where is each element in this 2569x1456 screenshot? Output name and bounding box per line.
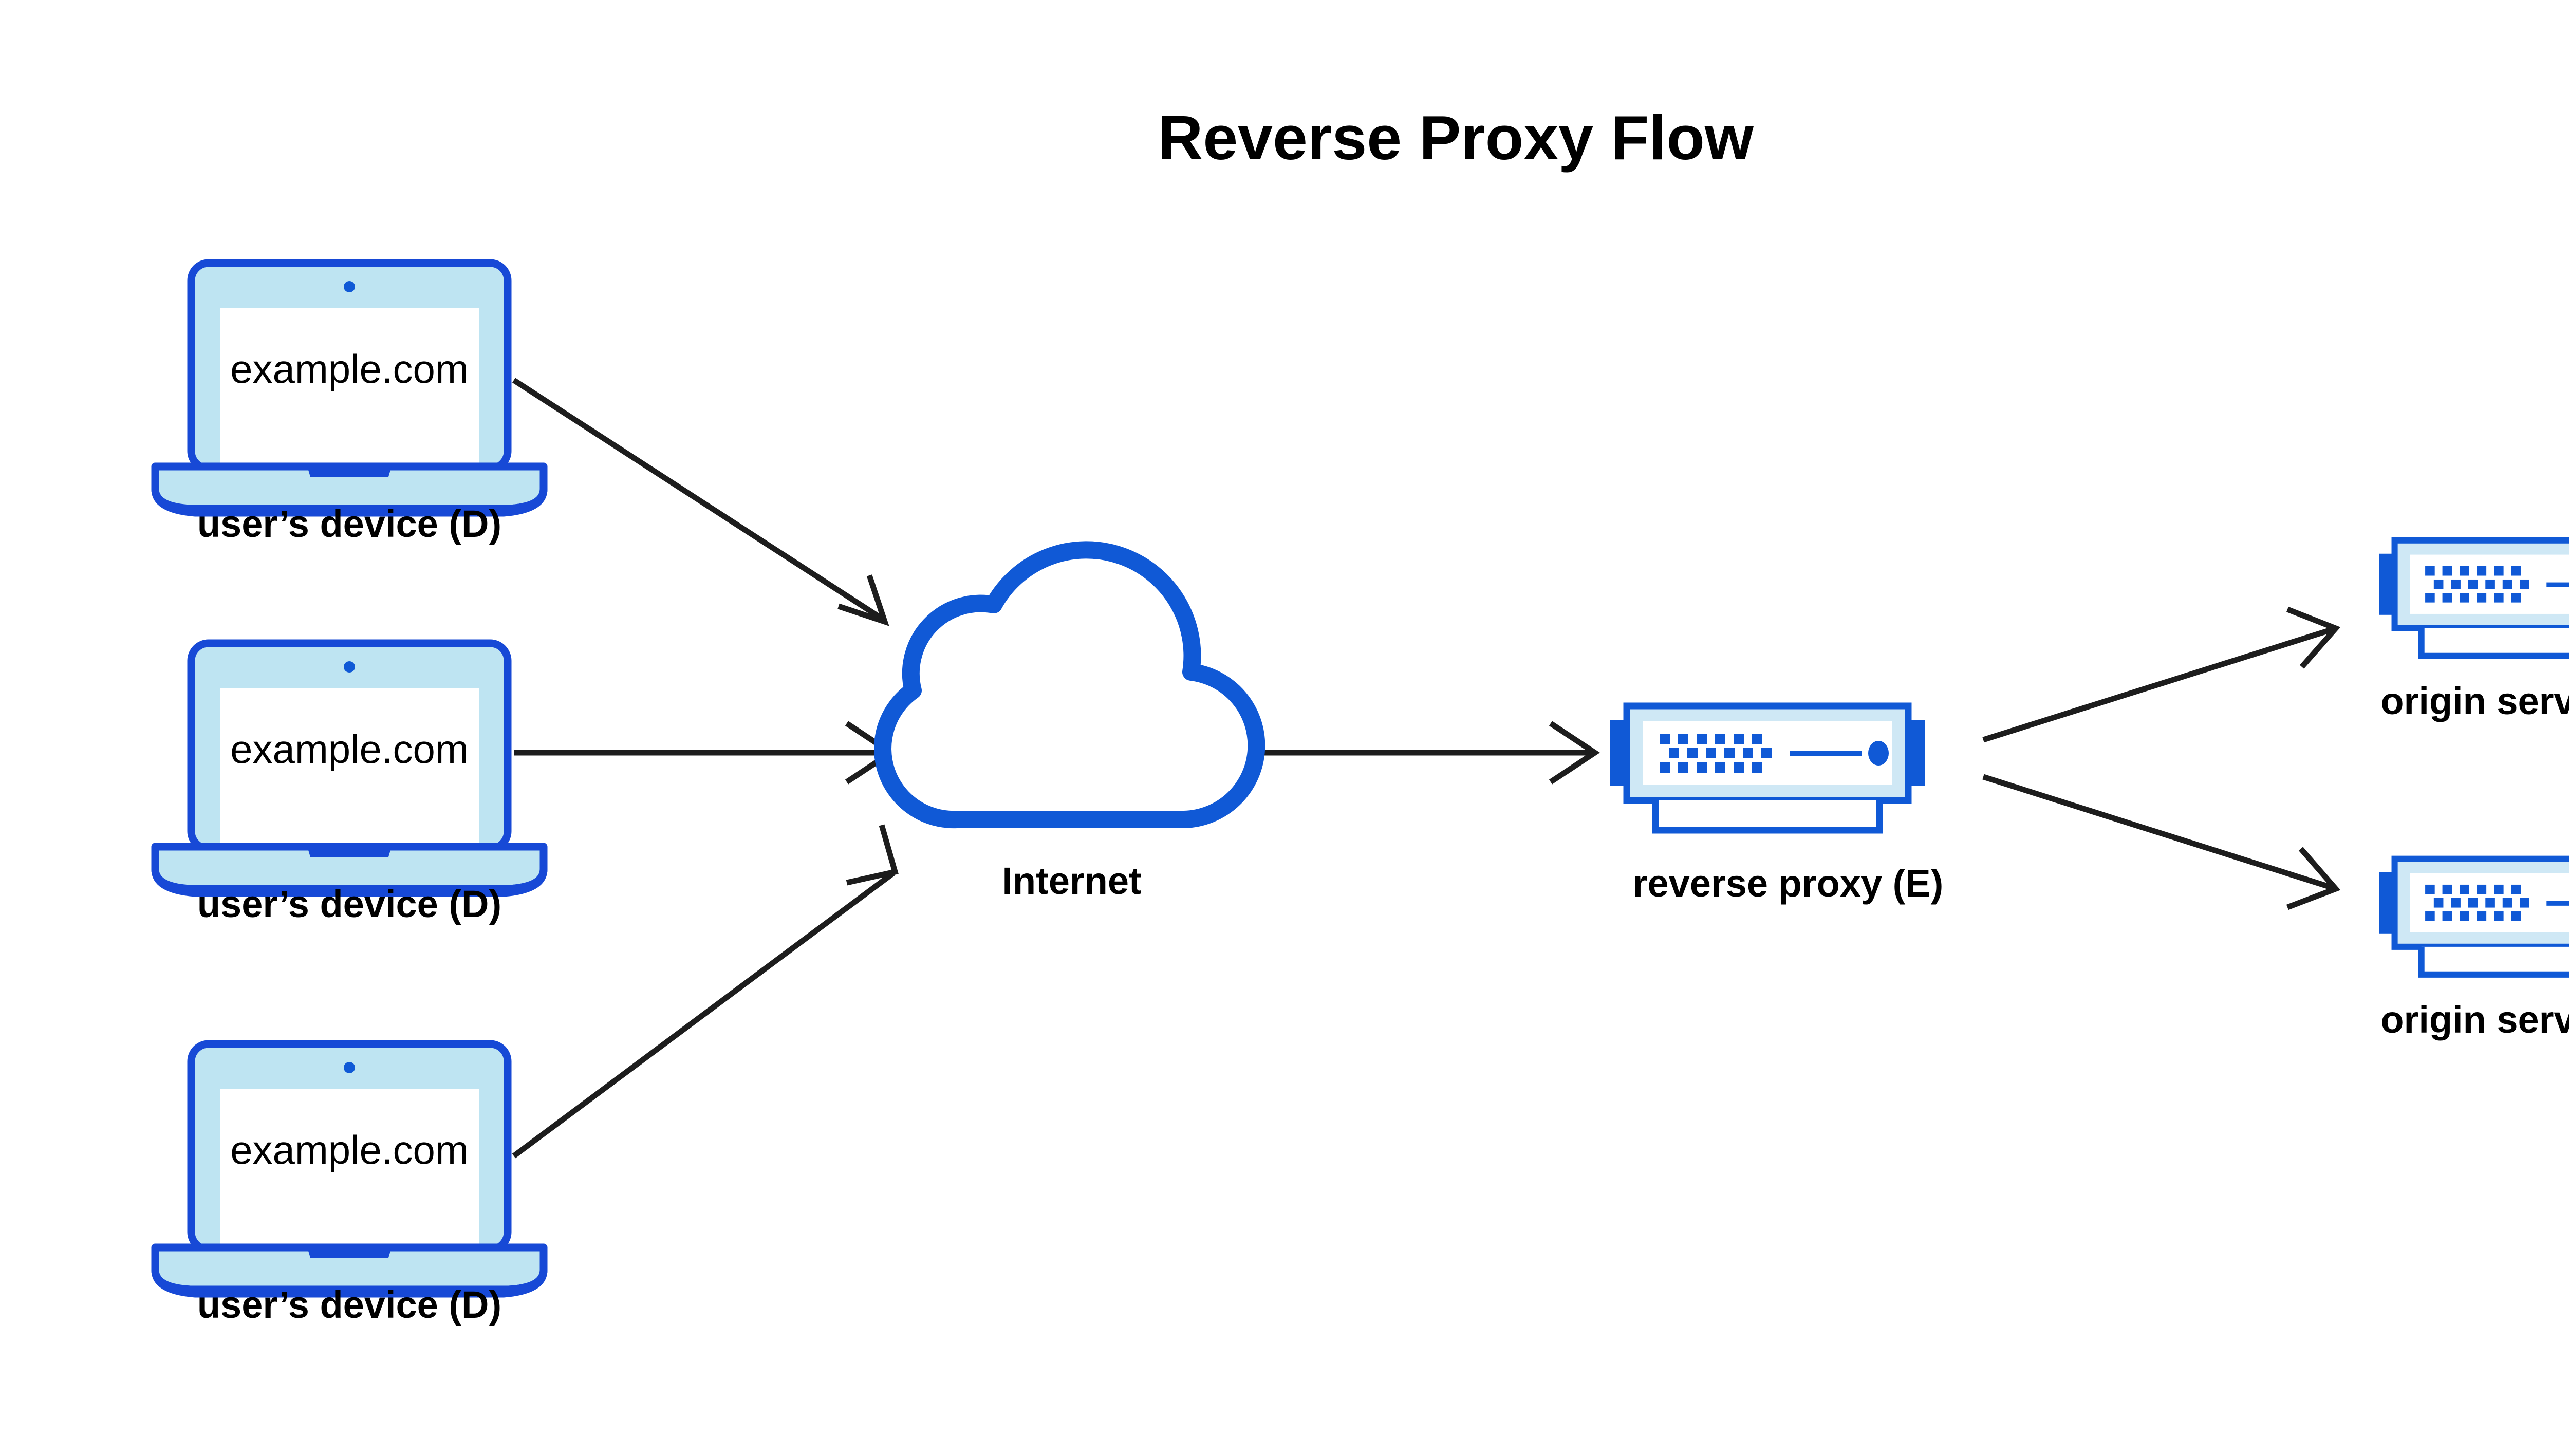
proxy-label: reverse proxy (E) — [1633, 862, 1944, 905]
node-device-top[interactable]: example.com user’s device (D) — [155, 263, 544, 545]
edge-proxy-to-origin-top — [1982, 606, 2341, 743]
edge-proxy-to-origin-bottom — [1982, 774, 2341, 910]
device-label: user’s device (D) — [197, 1283, 501, 1326]
edges-layer — [512, 378, 2341, 1159]
node-device-middle[interactable]: example.com user’s device (D) — [155, 643, 544, 925]
origin-label: origin server (F) — [2380, 998, 2569, 1041]
device-screen-text: example.com — [230, 346, 469, 391]
device-label: user’s device (D) — [197, 883, 501, 925]
edge-cloud-to-proxy — [1231, 721, 1600, 785]
node-internet-cloud[interactable]: Internet — [874, 541, 1265, 902]
server-icon — [2379, 859, 2569, 975]
node-device-bottom[interactable]: example.com user’s device (D) — [155, 1044, 544, 1326]
edge-device-bottom-to-cloud — [512, 824, 899, 1159]
edge-device-middle-to-cloud — [514, 721, 896, 785]
server-icon — [1610, 706, 1925, 830]
origin-label: origin server (F) — [2380, 680, 2569, 722]
server-icon — [2379, 540, 2569, 656]
device-label: user’s device (D) — [197, 502, 501, 545]
cloud-icon — [874, 541, 1265, 829]
page-title: Reverse Proxy Flow — [1158, 103, 1754, 173]
node-origin-top[interactable]: origin server (F) — [2379, 540, 2569, 722]
node-origin-bottom[interactable]: origin server (F) — [2379, 859, 2569, 1041]
device-screen-text: example.com — [230, 726, 469, 772]
device-screen-text: example.com — [230, 1127, 469, 1172]
node-reverse-proxy[interactable]: reverse proxy (E) — [1610, 706, 1943, 905]
cloud-label: Internet — [1002, 860, 1141, 902]
edge-device-top-to-cloud — [512, 378, 889, 626]
